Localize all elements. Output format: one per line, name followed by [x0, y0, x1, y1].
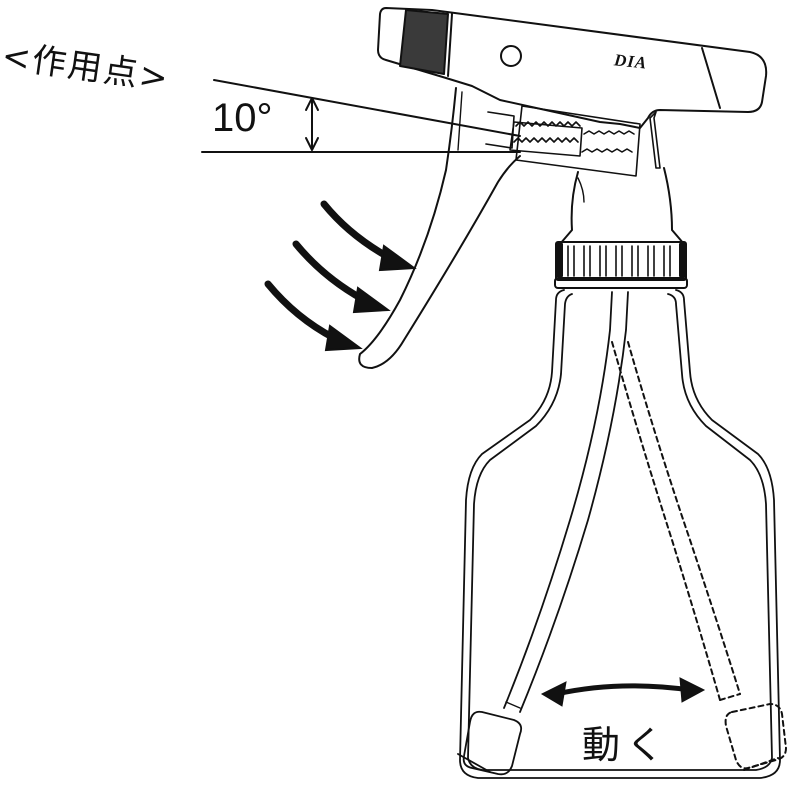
bottle-collar [554, 241, 688, 289]
press-arrow-icon [264, 280, 363, 352]
brand-logo: DIA [613, 50, 649, 73]
bottle-body [459, 289, 781, 779]
action-point-line [213, 79, 521, 137]
angle-arrow-up-icon [305, 97, 319, 111]
arrow-right-icon [679, 677, 706, 703]
moves-label: 動く [582, 723, 671, 767]
angle-label: 10° [212, 96, 273, 140]
dip-tube-solid [457, 291, 629, 776]
nozzle-grip [399, 9, 449, 75]
tube-weight-dashed [724, 703, 787, 770]
dip-tube-dashed [611, 341, 787, 771]
tube-weight-solid [462, 710, 523, 776]
angle-reference-lines [201, 79, 521, 153]
arrow-left-icon [540, 681, 567, 707]
press-arrow-icon [292, 240, 391, 314]
press-arrows [264, 200, 417, 352]
pump-cylinder [485, 105, 661, 177]
sprayer-head [377, 7, 768, 129]
tube-motion-arrow [540, 677, 706, 707]
sprayer-neck [559, 167, 685, 245]
press-arrow-icon [320, 200, 417, 272]
head-hole-icon [500, 45, 522, 67]
trigger [358, 87, 521, 369]
angle-arrow-down-icon [305, 137, 319, 151]
